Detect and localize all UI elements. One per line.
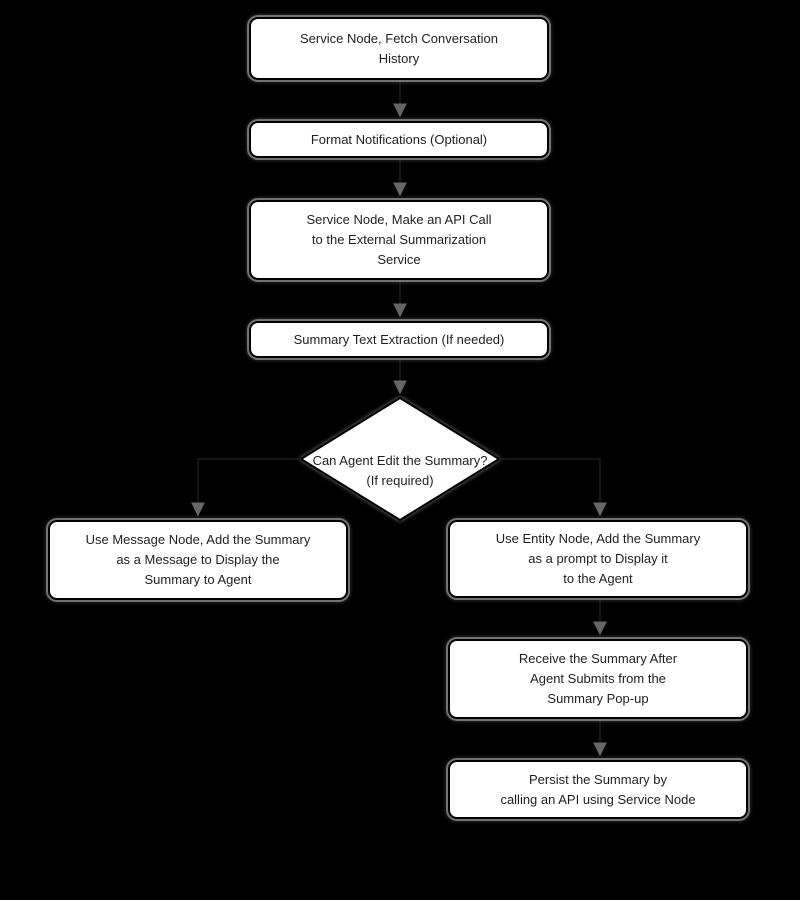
node-persist: Persist the Summary by calling an API us… <box>448 760 748 819</box>
decision-diamond <box>299 396 501 522</box>
edge-decision-to-entity <box>498 458 607 517</box>
node-fetch-history: Service Node, Fetch Conversation History <box>249 17 549 80</box>
diamond-shape <box>299 396 501 522</box>
edge-decision-to-message <box>191 458 302 517</box>
decision-label: Can Agent Edit the Summary? (If required… <box>312 453 488 488</box>
node-entity: Use Entity Node, Add the Summary as a pr… <box>448 520 748 598</box>
node-message: Use Message Node, Add the Summary as a M… <box>48 520 348 600</box>
node-format-notifications: Format Notifications (Optional) <box>249 121 549 158</box>
node-api-call: Service Node, Make an API Call to the Ex… <box>249 200 549 280</box>
node-receive: Receive the Summary After Agent Submits … <box>448 639 748 719</box>
node-text-extraction: Summary Text Extraction (If needed) <box>249 321 549 358</box>
